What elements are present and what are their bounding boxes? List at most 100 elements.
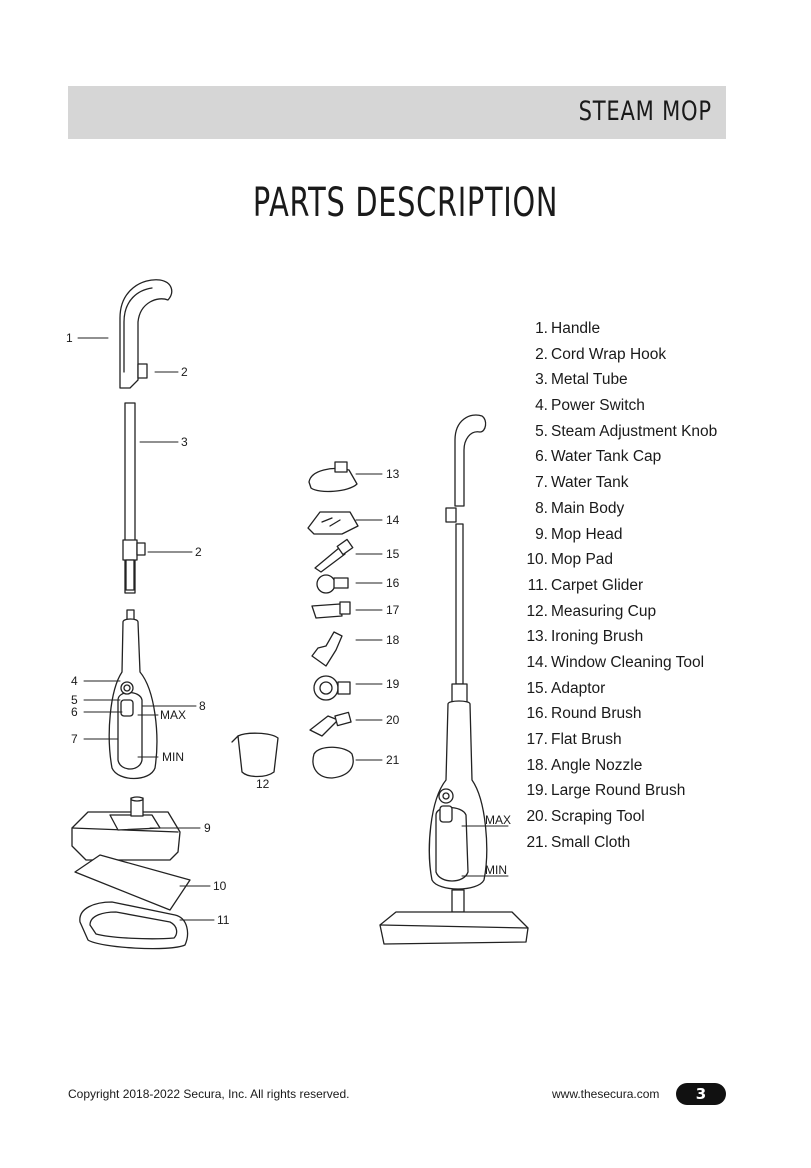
footer-website-link[interactable]: www.thesecura.com <box>552 1087 660 1101</box>
carpet-glider-part <box>79 901 189 950</box>
list-item: 19.Large Round Brush <box>516 778 717 804</box>
label-min-left: MIN <box>162 750 184 764</box>
list-item: 18.Angle Nozzle <box>516 753 717 779</box>
part-name: Window Cleaning Tool <box>551 653 705 671</box>
callout-13: 13 <box>386 467 400 481</box>
part-name: Adaptor <box>551 679 606 697</box>
list-item: 5.Steam Adjustment Knob <box>516 419 717 445</box>
label-max-right: MAX <box>485 813 511 827</box>
callout-6: 6 <box>71 705 78 719</box>
part-number: 1. <box>535 320 548 337</box>
label-max-left: MAX <box>160 708 186 722</box>
part-number: 18. <box>526 756 548 774</box>
accessory-14 <box>307 511 359 535</box>
accessory-19 <box>313 675 351 701</box>
part-name: Steam Adjustment Knob <box>551 422 718 440</box>
list-item: 4.Power Switch <box>516 393 717 419</box>
measuring-cup-part <box>231 732 279 778</box>
part-name: Scraping Tool <box>551 808 645 826</box>
part-number: 13. <box>526 628 548 646</box>
main-body-part <box>108 609 158 780</box>
part-number: 16. <box>526 705 548 723</box>
callout-21: 21 <box>386 753 400 767</box>
list-item: 12.Measuring Cup <box>516 599 717 625</box>
callout-8: 8 <box>199 699 206 713</box>
handle-part <box>119 279 173 389</box>
part-name: Round Brush <box>551 705 642 723</box>
part-name: Cord Wrap Hook <box>551 345 667 363</box>
accessory-17 <box>311 601 351 619</box>
part-number: 11. <box>527 576 548 594</box>
part-number: 4. <box>535 397 548 415</box>
part-name: Power Switch <box>551 397 645 415</box>
callout-7: 7 <box>71 732 78 746</box>
leader-lines <box>77 337 509 921</box>
page-number-badge: 3 <box>676 1083 726 1105</box>
part-name: Large Round Brush <box>551 782 686 800</box>
list-item: 14.Window Cleaning Tool <box>516 650 717 676</box>
callout-11: 11 <box>217 913 230 927</box>
part-name: Main Body <box>551 499 625 517</box>
part-number: 3. <box>535 371 548 389</box>
part-number: 12. <box>526 602 548 620</box>
part-number: 6. <box>535 448 548 466</box>
accessory-15 <box>314 538 354 573</box>
list-item: 2.Cord Wrap Hook <box>516 342 717 368</box>
accessory-16 <box>316 574 349 594</box>
callout-20: 20 <box>386 713 400 727</box>
part-name: Water Tank Cap <box>551 448 662 466</box>
part-number: 8. <box>535 499 548 517</box>
part-number: 7. <box>535 474 548 492</box>
part-number: 15. <box>526 679 548 697</box>
part-number: 2. <box>535 345 548 363</box>
callout-1: 1 <box>66 331 73 345</box>
list-item: 7.Water Tank <box>516 470 717 496</box>
header-title: STEAM MOP <box>578 96 712 127</box>
accessory-18 <box>311 631 343 667</box>
footer-copyright: Copyright 2018-2022 Secura, Inc. All rig… <box>68 1087 350 1101</box>
part-name: Flat Brush <box>551 731 622 748</box>
accessory-21 <box>312 746 354 779</box>
callout-19: 19 <box>386 677 400 691</box>
part-name: Angle Nozzle <box>551 756 643 774</box>
callout-2-bottom: 2 <box>195 545 202 559</box>
part-name: Handle <box>551 320 601 337</box>
parts-list: 1.Handle 2.Cord Wrap Hook 3.Metal Tube 4… <box>516 316 717 855</box>
part-name: Metal Tube <box>551 371 628 389</box>
assembled-mop <box>379 414 529 945</box>
callout-16: 16 <box>386 576 400 590</box>
list-item: 11.Carpet Glider <box>516 573 717 599</box>
part-number: 9. <box>535 525 548 543</box>
part-name: Small Cloth <box>551 833 631 851</box>
part-name: Mop Pad <box>551 551 614 569</box>
page-title: PARTS DESCRIPTION <box>252 180 559 226</box>
list-item: 8.Main Body <box>516 496 717 522</box>
list-item: 13.Ironing Brush <box>516 624 717 650</box>
list-item: 3.Metal Tube <box>516 367 717 393</box>
callout-4: 4 <box>71 674 78 688</box>
list-item: 16.Round Brush <box>516 701 717 727</box>
part-number: 14. <box>526 653 548 671</box>
list-item: 20.Scraping Tool <box>516 804 717 830</box>
part-name: Water Tank <box>551 474 629 492</box>
part-number: 19. <box>526 782 548 800</box>
callout-12: 12 <box>256 777 270 791</box>
list-item: 21.Small Cloth <box>516 830 717 856</box>
part-number: 20. <box>526 808 548 826</box>
part-name: Ironing Brush <box>551 628 644 646</box>
list-item: 10.Mop Pad <box>516 547 717 573</box>
header-band: STEAM MOP <box>68 86 726 139</box>
part-number: 21. <box>526 833 548 851</box>
list-item: 17.Flat Brush <box>516 727 717 753</box>
part-name: Carpet Glider <box>551 576 644 594</box>
accessory-20 <box>309 711 352 737</box>
callout-9: 9 <box>204 821 211 835</box>
label-min-right: MIN <box>485 863 507 877</box>
metal-tube-part <box>122 402 146 594</box>
part-number: 17. <box>526 731 548 748</box>
callout-2-top: 2 <box>181 365 188 379</box>
part-number: 10. <box>526 551 548 569</box>
callout-3: 3 <box>181 435 188 449</box>
list-item: 1.Handle <box>516 316 717 342</box>
